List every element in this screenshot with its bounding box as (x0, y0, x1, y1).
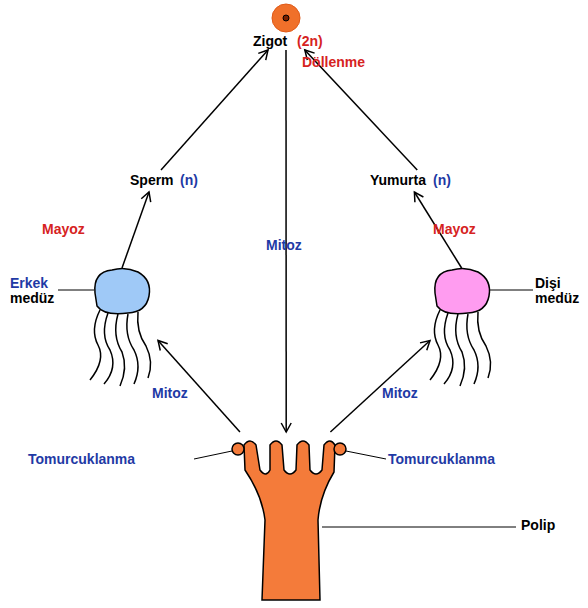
node-text: medüz (10, 291, 54, 306)
node-text: Dişi medüz (535, 276, 585, 306)
zygote-node: Zigot (2n) (248, 2, 328, 50)
tentacle (467, 314, 478, 384)
leader-line (58, 290, 94, 291)
polyp-bud (334, 443, 346, 455)
female-medusa-node: Dişi medüz (430, 268, 588, 383)
edge-label: Mitoz (382, 386, 418, 401)
arrow-connector (122, 192, 149, 268)
polyp-bud (232, 443, 244, 455)
edge-label: Döllenme (302, 55, 365, 70)
tentacle (116, 314, 125, 386)
zygote-cell (272, 4, 300, 32)
medusa-bell (435, 268, 490, 313)
zygote-nucleus (283, 15, 289, 21)
leader-line (490, 290, 533, 291)
tentacle (104, 313, 113, 384)
edge-label: Mayoz (42, 222, 85, 237)
node-text: (n) (433, 173, 451, 188)
male-medusa (90, 268, 151, 386)
tentacle (127, 314, 138, 384)
node-text: (2n) (297, 34, 323, 49)
edge-label: Mitoz (266, 238, 302, 253)
medusa-bell (95, 268, 150, 313)
part-label: Tomurcuklanma (388, 452, 495, 467)
polyp-body (244, 441, 335, 600)
arrow-connector (330, 340, 430, 432)
male-medusa-node: Erkekmedüz (8, 268, 158, 383)
leader-line (346, 451, 386, 459)
tentacle (90, 310, 101, 380)
female-medusa (430, 268, 491, 386)
node-text: Sperm (130, 173, 174, 188)
tentacle (430, 310, 441, 380)
arrow-connector (161, 50, 268, 170)
tentacle (456, 314, 465, 386)
tentacle (478, 312, 491, 378)
egg-node: Yumurta (n) (365, 170, 460, 192)
node-text: Zigot (253, 34, 287, 49)
tentacle (138, 312, 151, 378)
node-text: Polip (521, 518, 555, 533)
node-text: (n) (180, 173, 198, 188)
sperm-node: Sperm (n) (125, 170, 205, 192)
node-text: Erkek (10, 276, 48, 291)
leader-line (322, 527, 516, 528)
edge-label: Mitoz (152, 386, 188, 401)
edge-label: Mayoz (433, 222, 476, 237)
part-label: Tomurcuklanma (28, 452, 135, 467)
node-text: Yumurta (370, 173, 426, 188)
leader-line (194, 451, 232, 459)
tentacle (444, 313, 453, 384)
